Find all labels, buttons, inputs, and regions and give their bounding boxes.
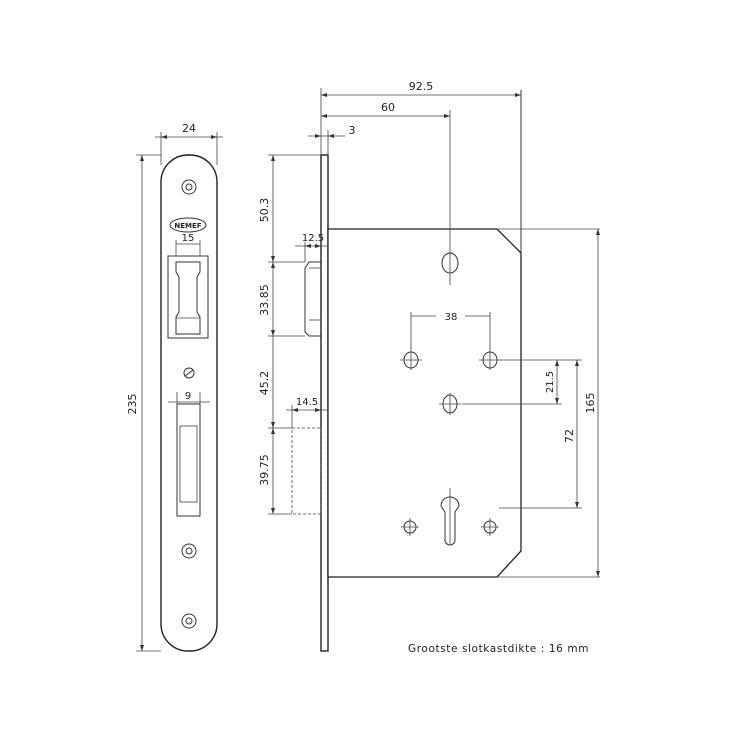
dim-deadbolt-throw: 14.5: [296, 397, 318, 408]
dim-handle-to-cylinder: 72: [563, 429, 576, 443]
screw-hole-icon-bottom-left: [401, 518, 419, 536]
dim-case-height: 165: [584, 393, 597, 414]
spindle-hole-icon: [441, 240, 459, 285]
lock-case-side-view: 92.5 60 3 50.3 33.85 45.2 39.75: [258, 80, 600, 652]
latch-opening: [167, 255, 209, 339]
front-plate-view: NEMEF 15 9: [126, 122, 223, 652]
cylinder-hole-icon: [440, 488, 460, 546]
screw-hole-icon-right: [479, 350, 501, 370]
dim-hole-vertical-offset: 21.5: [545, 371, 556, 393]
screw-icon-lower-2: [181, 613, 197, 629]
front-plate-outline: [160, 154, 218, 652]
screw-hole-icon-left: [400, 350, 422, 370]
dim-latch-width: 15: [182, 233, 195, 244]
dim-deadbolt-width: 9: [185, 391, 191, 402]
logo-text: NEMEF: [174, 222, 201, 230]
deadbolt-opening: [176, 403, 201, 517]
screw-icon-middle: [183, 367, 195, 379]
side-faceplate: [320, 154, 329, 652]
dim-top-to-latch: 50.3: [258, 198, 271, 223]
screw-hole-icon-bottom-right: [481, 518, 499, 536]
latch-bolt-side: [304, 261, 321, 337]
follower-hole-icon: [439, 393, 461, 415]
lock-case-body: [327, 228, 522, 578]
max-case-thickness-note: Grootste slotkastdikte : 16 mm: [408, 643, 589, 655]
dim-faceplate-thickness: 3: [349, 124, 356, 137]
latch-bolt: [175, 261, 201, 335]
dim-screw-spacing: 38: [445, 312, 458, 323]
screw-icon-lower-1: [181, 543, 197, 559]
deadbolt-side: [291, 427, 322, 515]
dim-latch-throw: 12.5: [302, 233, 324, 244]
dim-deadbolt-height: 39.75: [258, 454, 271, 486]
dim-plate-width: 24: [182, 122, 196, 135]
dim-plate-height: 235: [126, 394, 139, 415]
dim-latch-height: 33.85: [258, 284, 271, 316]
logo-oval: [169, 217, 207, 233]
dim-backset: 60: [381, 101, 395, 114]
dim-case-depth: 92.5: [409, 80, 434, 93]
dim-latch-to-deadbolt: 45.2: [258, 371, 271, 396]
screw-icon-top: [181, 179, 197, 195]
